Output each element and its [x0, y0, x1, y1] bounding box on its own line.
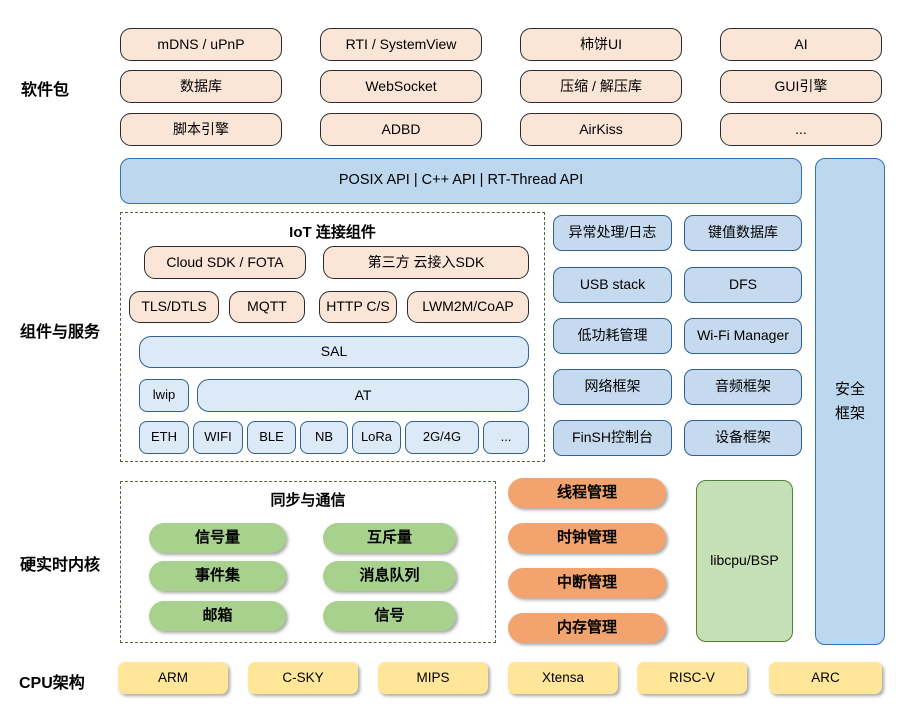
cpu-arch-c-sky: C-SKY — [248, 662, 358, 694]
package-adbd: ADBD — [320, 113, 482, 146]
service-low-power-mgmt: 低功耗管理 — [553, 318, 672, 354]
package-more: ... — [720, 113, 882, 146]
iot-mqtt: MQTT — [229, 291, 305, 323]
security-framework-bar: 安全 框架 — [815, 158, 885, 645]
iot-link-wifi: WIFI — [193, 421, 243, 454]
security-framework-line1: 安全 — [834, 381, 865, 399]
sync-mutex: 互斥量 — [323, 523, 456, 553]
package-websocket: WebSocket — [320, 70, 482, 103]
section-label-components-services: 组件与服务 — [20, 324, 101, 341]
iot-link-lora: LoRa — [352, 421, 401, 454]
cpu-arch-arc: ARC — [769, 662, 882, 694]
iot-group-title: IoT 连接组件 — [289, 224, 376, 241]
sync-group-title: 同步与通信 — [270, 492, 346, 509]
iot-http-cs: HTTP C/S — [319, 291, 397, 323]
iot-tls-dtls: TLS/DTLS — [129, 291, 219, 323]
package-persimmon-ui: 柿饼UI — [520, 28, 682, 61]
sync-message-queue: 消息队列 — [323, 561, 456, 591]
service-wifi-manager: Wi-Fi Manager — [684, 318, 802, 354]
iot-link-eth: ETH — [139, 421, 189, 454]
iot-link-ble: BLE — [247, 421, 296, 454]
kernel-clock-mgmt: 时钟管理 — [508, 523, 666, 553]
cpu-arch-arm: ARM — [118, 662, 228, 694]
package-compression: 压缩 / 解压库 — [520, 70, 682, 103]
iot-third-party-sdk: 第三方 云接入SDK — [323, 246, 529, 279]
sync-event-set: 事件集 — [149, 561, 286, 591]
kernel-thread-mgmt: 线程管理 — [508, 478, 666, 508]
section-label-cpu-arch: CPU架构 — [19, 675, 85, 692]
service-dfs: DFS — [684, 267, 802, 303]
kernel-memory-mgmt: 内存管理 — [508, 613, 666, 643]
sync-communication-group: 同步与通信 信号量 互斥量 事件集 消息队列 邮箱 信号 — [120, 481, 496, 643]
service-finsh-console: FinSH控制台 — [553, 420, 672, 456]
iot-sal: SAL — [139, 336, 529, 368]
service-kv-database: 键值数据库 — [684, 215, 802, 251]
package-mdns-upnp: mDNS / uPnP — [120, 28, 282, 61]
service-device-framework: 设备框架 — [684, 420, 802, 456]
api-bar: POSIX API | C++ API | RT-Thread API — [120, 158, 802, 204]
iot-lwip: lwip — [139, 379, 189, 412]
iot-lwm2m-coap: LWM2M/CoAP — [407, 291, 529, 323]
section-label-realtime-kernel: 硬实时内核 — [20, 557, 101, 574]
iot-components-group: IoT 连接组件 Cloud SDK / FOTA 第三方 云接入SDK TLS… — [120, 212, 545, 462]
cpu-arch-risc-v: RISC-V — [637, 662, 747, 694]
iot-link-2g4g: 2G/4G — [405, 421, 479, 454]
iot-link-nb: NB — [300, 421, 348, 454]
security-framework-line2: 框架 — [834, 404, 865, 422]
sync-mailbox: 邮箱 — [149, 601, 286, 631]
package-rti-systemview: RTI / SystemView — [320, 28, 482, 61]
iot-cloud-sdk-fota: Cloud SDK / FOTA — [144, 246, 306, 279]
iot-at: AT — [197, 379, 529, 412]
sync-semaphore: 信号量 — [149, 523, 286, 553]
package-script-engine: 脚本引擎 — [120, 113, 282, 146]
package-gui-engine: GUI引擎 — [720, 70, 882, 103]
service-network-framework: 网络框架 — [553, 369, 672, 405]
service-audio-framework: 音频框架 — [684, 369, 802, 405]
cpu-arch-mips: MIPS — [378, 662, 488, 694]
kernel-interrupt-mgmt: 中断管理 — [508, 568, 666, 598]
sync-signal: 信号 — [323, 601, 456, 631]
package-ai: AI — [720, 28, 882, 61]
service-usb-stack: USB stack — [553, 267, 672, 303]
cpu-arch-xtensa: Xtensa — [508, 662, 618, 694]
service-exception-log: 异常处理/日志 — [553, 215, 672, 251]
package-database: 数据库 — [120, 70, 282, 103]
libcpu-bsp-box: libcpu/BSP — [696, 480, 793, 642]
package-airkiss: AirKiss — [520, 113, 682, 146]
iot-link-more: ... — [483, 421, 529, 454]
section-label-software-packages: 软件包 — [21, 82, 70, 99]
